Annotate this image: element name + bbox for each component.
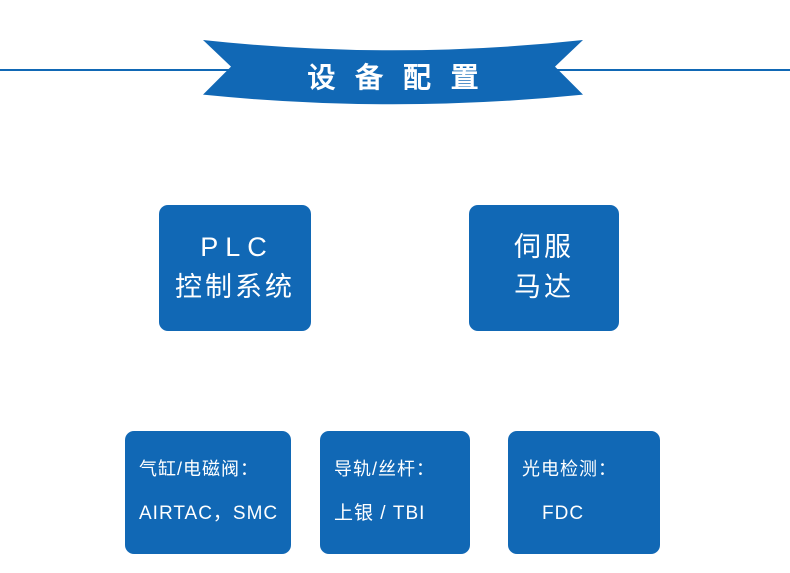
card-photo-line1: 光电检测：: [522, 459, 617, 480]
banner-ribbon: 设 备 配 置: [203, 37, 583, 105]
card-rail-line2: 上银 / TBI: [334, 502, 426, 524]
card-servo-motor: 伺服 马达: [469, 205, 619, 331]
card-pneumatic-line1: 气缸/电磁阀：: [139, 459, 260, 480]
ribbon-shape-icon: [203, 39, 583, 105]
card-servo-line1: 伺服: [514, 232, 574, 263]
card-servo-line2: 马达: [514, 272, 574, 302]
card-pneumatic-line2: AIRTAC，SMC: [139, 502, 279, 524]
card-rail-line1: 导轨/丝杆：: [334, 459, 436, 480]
card-plc-line1: PLC: [200, 232, 274, 263]
banner-title: 设 备 配 置: [307, 62, 485, 93]
card-plc-line2: 控制系统: [175, 272, 295, 302]
card-cylinder-solenoid-valve: 气缸/电磁阀： AIRTAC，SMC: [125, 431, 291, 554]
card-guide-rail-screw: 导轨/丝杆： 上银 / TBI: [320, 431, 470, 554]
card-photo-line2: FDC: [542, 502, 585, 524]
card-plc-control-system: PLC 控制系统: [159, 205, 311, 331]
card-photoelectric-detection: 光电检测： FDC: [508, 431, 660, 554]
